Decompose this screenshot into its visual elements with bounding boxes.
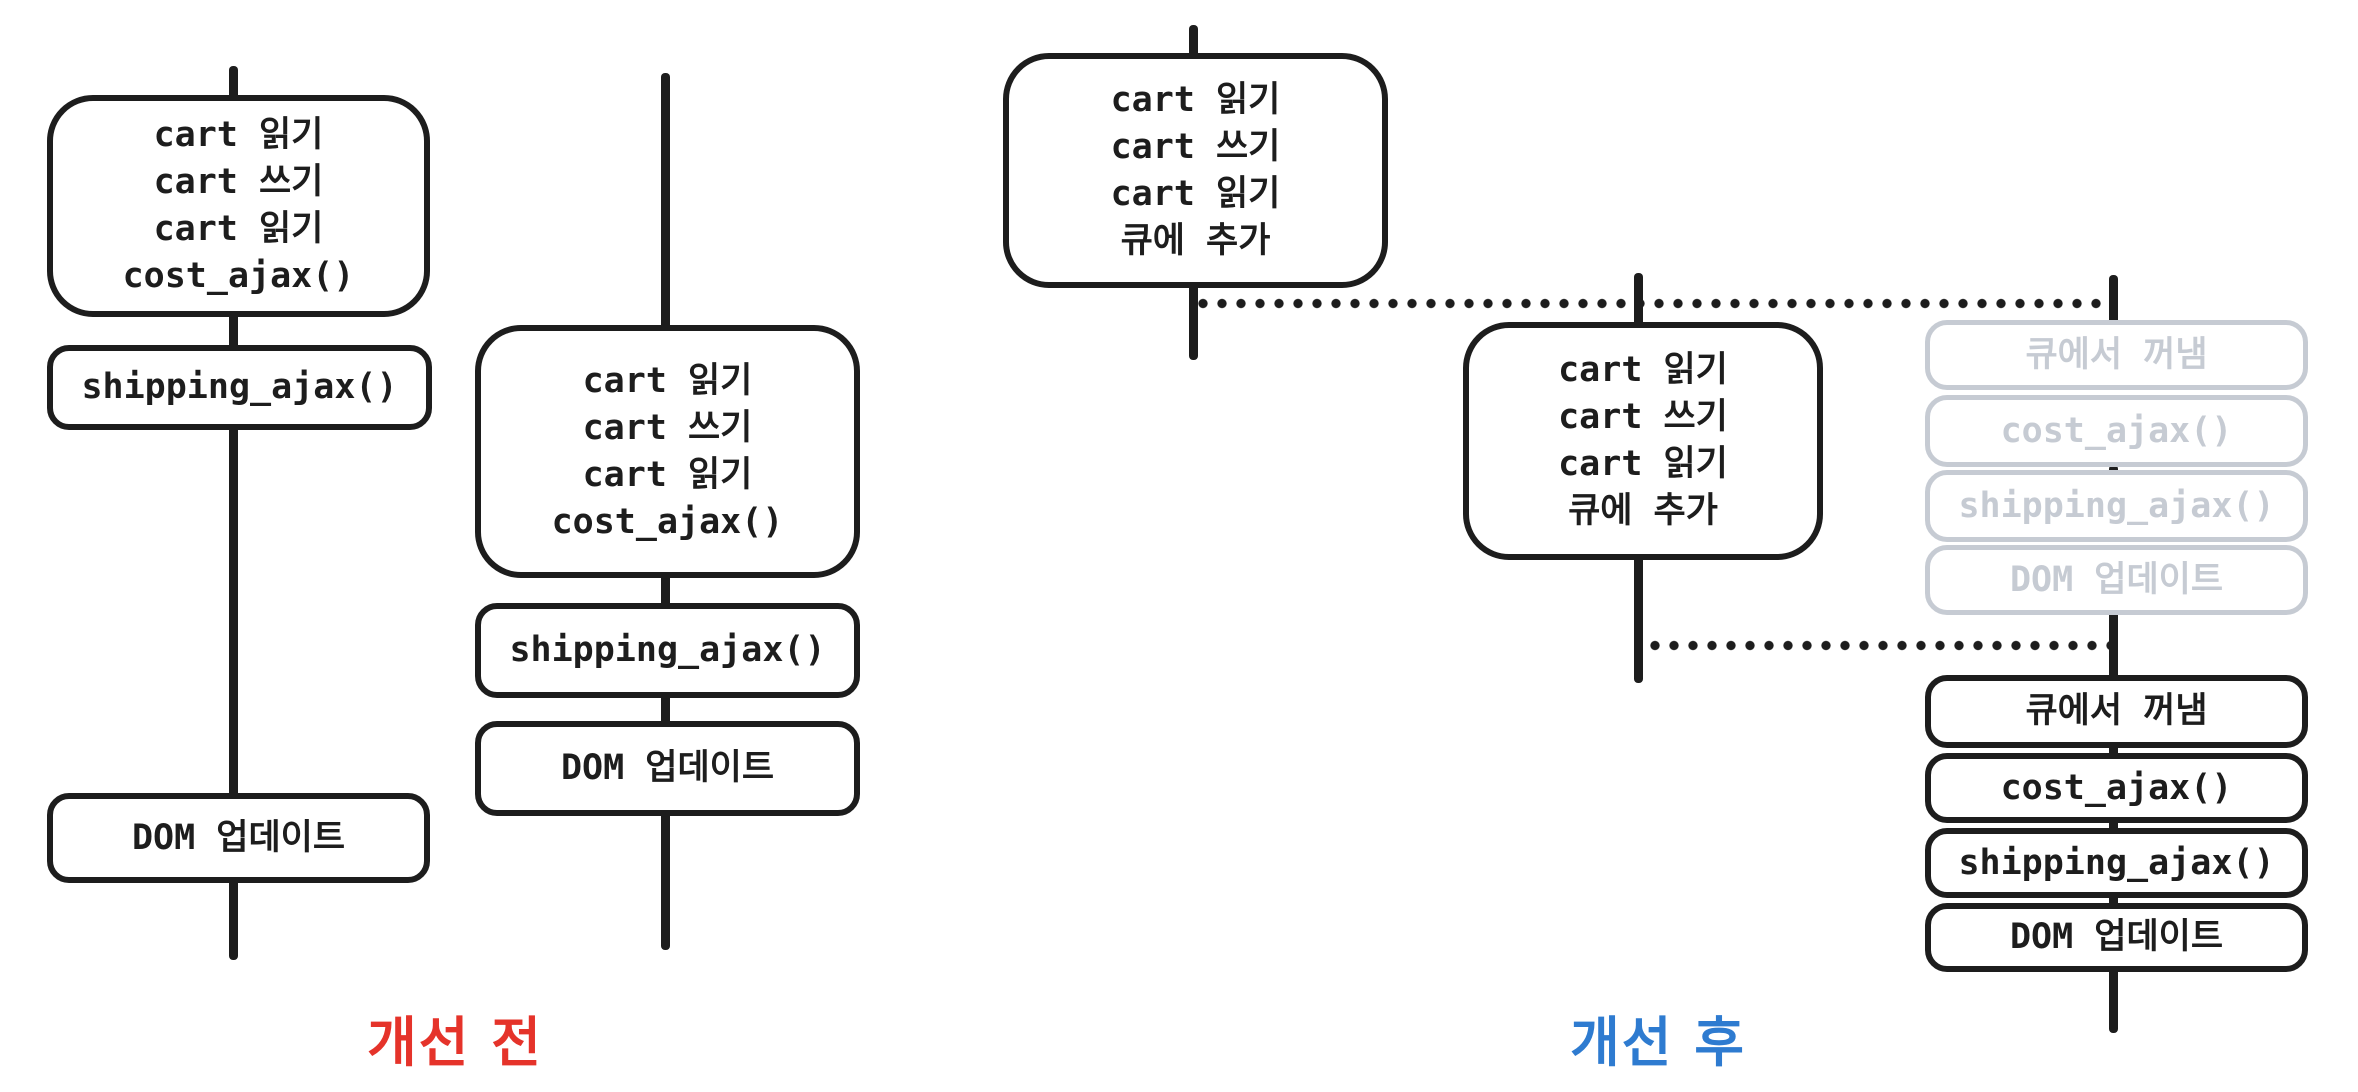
task-line: shipping_ajax() [1958,842,2275,883]
task-line: cart 쓰기 [582,407,753,448]
after-label: 개선 후 [1570,1011,1746,1074]
queued-task-box-dequeue: 큐에서 꺼냄 [1925,320,2308,390]
task-line: cart 읽기 [1110,79,1281,120]
task-box-before-1-dom: DOM 업데이트 [47,793,430,883]
task-box-before-1-shipping: shipping_ajax() [47,345,432,430]
task-line: cost_ajax() [2000,410,2233,451]
task-line: cost_ajax() [122,256,355,296]
task-line: 큐에서 꺼냄 [2025,334,2208,375]
queued-task-box-cost-ajax: cost_ajax() [1925,395,2308,467]
task-line: cart 읽기 [1558,350,1728,390]
queued-task-box-shipping-ajax: shipping_ajax() [1925,470,2308,542]
task-line: cart 읽기 [582,360,753,401]
executed-task-box-dom-update: DOM 업데이트 [1925,903,2308,972]
task-line: cost_ajax() [551,501,784,542]
task-line: 큐에서 꺼냄 [2025,691,2208,731]
task-box-before-2-dom: DOM 업데이트 [475,721,860,816]
task-line: shipping_ajax() [509,630,826,670]
task-box-before-1-main: cart 읽기 cart 쓰기 cart 읽기 cost_ajax() [47,95,430,317]
task-line: cart 읽기 [1558,444,1728,484]
task-line: DOM 업데이트 [560,748,775,788]
queue-handoff-dotted-line-2 [1650,640,2110,651]
queue-handoff-dotted-line-1 [1198,298,2110,309]
task-line: cost_ajax() [2000,767,2233,808]
queued-task-box-dom-update: DOM 업데이트 [1925,545,2308,615]
task-line: 큐에 추가 [1120,220,1271,261]
before-label: 개선 전 [367,1011,543,1074]
task-line: DOM 업데이트 [2009,917,2224,957]
task-line: cart 읽기 [1110,173,1281,214]
task-line: cart 쓰기 [153,162,324,202]
executed-task-box-shipping-ajax: shipping_ajax() [1925,828,2308,898]
task-box-after-1-main: cart 읽기 cart 쓰기 cart 읽기 큐에 추가 [1003,53,1388,288]
task-line: cart 읽기 [153,209,324,249]
task-line: cart 쓰기 [1558,397,1728,437]
task-box-before-2-shipping: shipping_ajax() [475,603,860,698]
timeline-line-before-1 [229,66,238,960]
queue-lane-line-top [2109,275,2118,325]
task-line: cart 읽기 [153,115,324,155]
task-line: DOM 업데이트 [131,817,346,858]
task-line: shipping_ajax() [1958,485,2275,526]
task-box-before-2-main: cart 읽기 cart 쓰기 cart 읽기 cost_ajax() [475,325,860,578]
executed-task-box-cost-ajax: cost_ajax() [1925,753,2308,823]
executed-task-box-dequeue: 큐에서 꺼냄 [1925,675,2308,748]
task-line: cart 쓰기 [1110,126,1281,167]
task-box-after-2-main: cart 읽기 cart 쓰기 cart 읽기 큐에 추가 [1463,322,1823,560]
task-line: shipping_ajax() [81,367,398,407]
task-line: cart 읽기 [582,454,753,495]
task-line: 큐에 추가 [1568,491,1718,531]
task-line: DOM 업데이트 [2009,559,2224,600]
